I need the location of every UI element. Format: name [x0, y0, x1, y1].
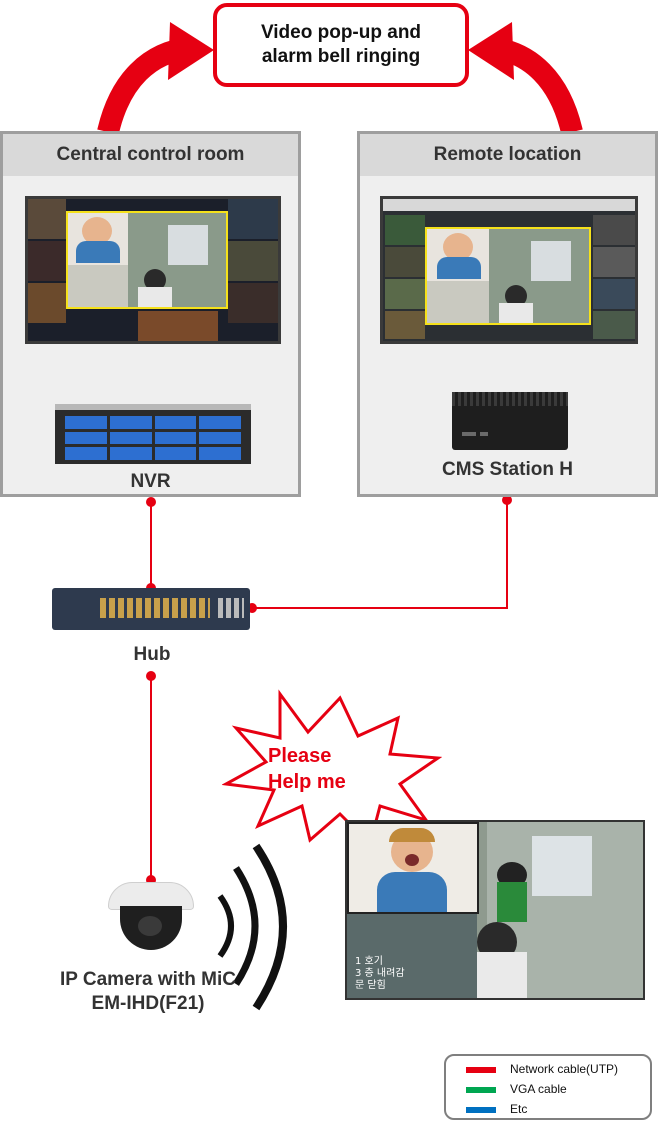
- nvr-device: [55, 404, 251, 464]
- camera-caption-line-2: EM-IHD(F21): [91, 993, 205, 1014]
- central-panel-title: Central control room: [3, 134, 298, 176]
- central-popup-video: [66, 211, 228, 309]
- cms-station-device: [452, 392, 568, 450]
- legend: Network cable(UTP) VGA cable Etc: [444, 1054, 652, 1120]
- right-arrowhead: [468, 22, 514, 80]
- cms-station-label: CMS Station H: [442, 459, 573, 480]
- network-dot: [146, 497, 156, 507]
- camera-caption: IP Camera with MiC EM-IHD(F21): [10, 968, 286, 1016]
- ip-camera-device: [108, 882, 194, 958]
- elevator-overlay-text: 1 호기 3 층 내려감 문 닫힘: [355, 956, 405, 991]
- camera-caption-line-1: IP Camera with MiC: [60, 969, 236, 990]
- help-callout-line-1: Please: [268, 745, 332, 767]
- remote-popup-video: [425, 227, 591, 325]
- remote-location-panel: Remote location CMS Station H: [357, 131, 658, 497]
- network-dot: [146, 671, 156, 681]
- legend-swatch-vga: [466, 1087, 496, 1093]
- legend-item-etc: Etc: [446, 1100, 650, 1120]
- network-dot: [502, 495, 512, 505]
- help-callout-line-2: Help me: [268, 771, 346, 793]
- legend-label-network: Network cable(UTP): [510, 1062, 619, 1076]
- hub-switch-device: [52, 588, 250, 630]
- hub-label: Hub: [133, 644, 171, 665]
- network-line-cms-hub: [252, 500, 508, 609]
- sound-waves-icon: [217, 843, 287, 1011]
- remote-panel-title: Remote location: [360, 134, 655, 176]
- central-monitor-screen: [25, 196, 281, 344]
- elevator-video-snapshot: 1 호기 3 층 내려감 문 닫힘: [345, 820, 645, 1000]
- remote-monitor-screen: [380, 196, 638, 344]
- alarm-title-line-2: alarm bell ringing: [261, 46, 421, 67]
- legend-label-vga: VGA cable: [510, 1082, 567, 1096]
- legend-item-network: Network cable(UTP): [446, 1060, 650, 1080]
- left-arrowhead: [168, 22, 214, 80]
- legend-item-vga: VGA cable: [446, 1080, 650, 1100]
- nvr-label: NVR: [130, 471, 171, 492]
- help-callout-text: Please Help me: [268, 743, 378, 795]
- alarm-title-box: Video pop-up and alarm bell ringing: [213, 3, 469, 87]
- legend-swatch-network: [466, 1067, 496, 1073]
- central-control-room-panel: Central control room NVR: [0, 131, 301, 497]
- legend-swatch-etc: [466, 1107, 496, 1113]
- child-popup-inset: [347, 822, 479, 914]
- legend-label-etc: Etc: [510, 1102, 528, 1116]
- alarm-title-line-1: Video pop-up and: [260, 22, 422, 43]
